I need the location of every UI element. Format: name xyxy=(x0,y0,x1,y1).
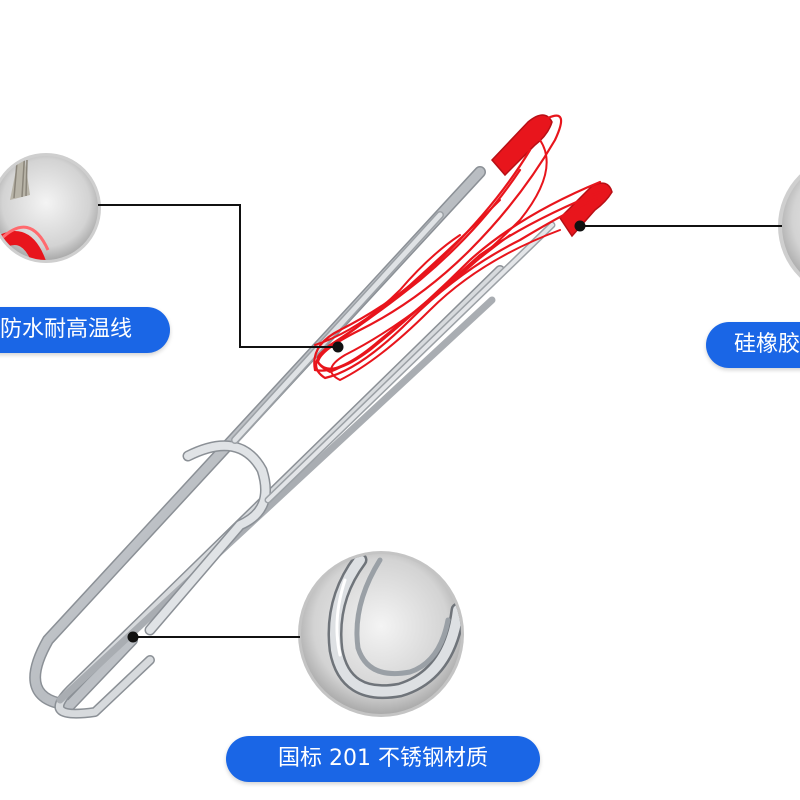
steel-leader-dot xyxy=(127,631,139,643)
steel-label: 国标 201 不锈钢材质 xyxy=(226,736,540,782)
steel-detail-disc xyxy=(298,551,464,717)
leader-lines xyxy=(98,204,782,643)
silicone-detail-disc xyxy=(778,174,800,278)
silicone-leader-dot xyxy=(574,220,586,232)
silicone-label: 硅橡胶 xyxy=(706,322,800,368)
red-cable xyxy=(313,114,613,382)
heater-tube xyxy=(29,166,556,719)
wire-leader-line xyxy=(98,204,338,348)
wire-detail-disc xyxy=(0,153,101,263)
wire-leader-dot xyxy=(332,341,344,353)
wire-label: 防水耐高温线 xyxy=(0,307,170,353)
